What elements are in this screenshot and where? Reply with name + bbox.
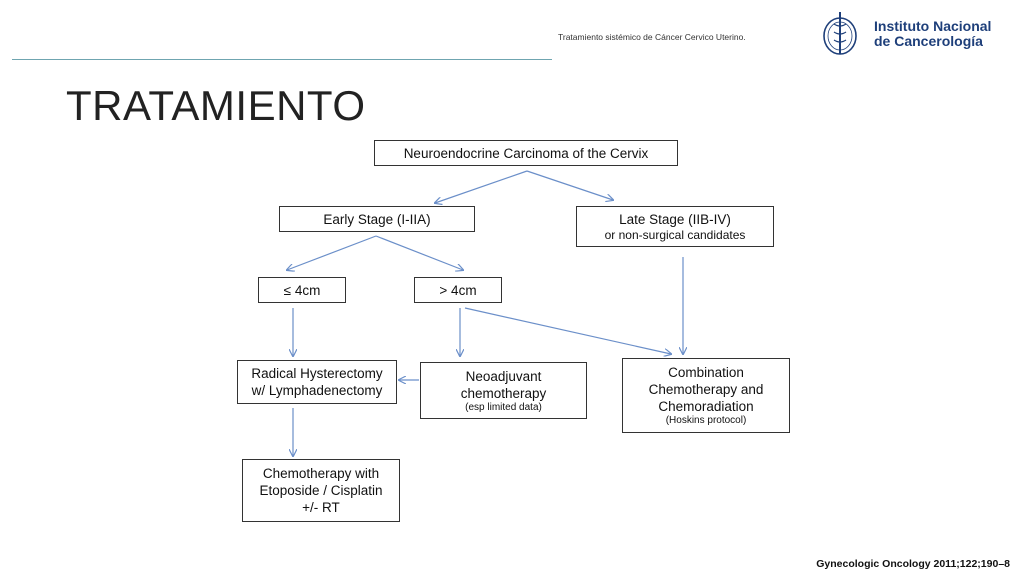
node-late-stage-line-1: Late Stage (IIB-IV): [619, 212, 731, 227]
node-combination-line-3: Chemoradiation: [658, 399, 754, 414]
node-neoadjuvant-line-2: chemotherapy: [460, 385, 547, 401]
node-adjuvant-line-2: Etoposide / Cisplatin: [259, 483, 383, 498]
node-root: Neuroendocrine Carcinoma of the Cervix: [374, 140, 678, 166]
header-rule: [12, 59, 552, 60]
slide-title: TRATAMIENTO: [66, 82, 366, 129]
node-neoadjuvant-note: (esp limited data): [465, 401, 542, 413]
node-late-stage: Late Stage (IIB-IV) or non-surgical cand…: [576, 206, 774, 247]
node-combination-note: (Hoskins protocol): [665, 415, 747, 426]
node-large-tumor-label: > 4cm: [439, 282, 477, 298]
arrow-large-to-combination: [464, 307, 671, 354]
header-subtitle: Tratamiento sistémico de Cáncer Cervico …: [558, 32, 746, 42]
node-early-stage-label: Early Stage (I-IIA): [323, 211, 431, 227]
node-combination-line-2: Chemotherapy and: [648, 382, 764, 397]
arrow-root-to-early: [435, 170, 528, 203]
arrow-early-to-small: [287, 235, 377, 270]
node-adjuvant-line-1: Chemotherapy with: [262, 466, 380, 481]
node-adjuvant-line-3: +/- RT: [302, 500, 340, 515]
node-surgery-line-2: w/ Lymphadenectomy: [251, 383, 383, 398]
arrow-early-to-large: [375, 235, 463, 270]
node-neoadjuvant: Neoadjuvant chemotherapy (esp limited da…: [420, 362, 587, 419]
citation: Gynecologic Oncology 2011;122;190–8: [816, 558, 1010, 570]
node-neoadjuvant-line-1: Neoadjuvant: [465, 368, 542, 384]
node-large-tumor: > 4cm: [414, 277, 502, 303]
logo-line-2: de Cancerología: [874, 33, 983, 49]
logo-line-1: Instituto Nacional: [874, 18, 992, 34]
node-small-tumor-label: ≤ 4cm: [283, 282, 321, 298]
node-root-label: Neuroendocrine Carcinoma of the Cervix: [403, 145, 649, 161]
node-small-tumor: ≤ 4cm: [258, 277, 346, 303]
node-surgery-line-1: Radical Hysterectomy: [251, 366, 383, 381]
node-adjuvant: Chemotherapy with Etoposide / Cisplatin …: [242, 459, 400, 522]
node-combination: Combination Chemotherapy and Chemoradiat…: [622, 358, 790, 433]
arrow-root-to-late: [526, 170, 613, 200]
node-late-stage-line-2: or non-surgical candidates: [604, 228, 746, 242]
node-surgery: Radical Hysterectomy w/ Lymphadenectomy: [237, 360, 397, 404]
institution-logo: Instituto Nacional de Cancerología: [820, 10, 1010, 60]
institute-seal-icon: [823, 12, 857, 55]
node-early-stage: Early Stage (I-IIA): [279, 206, 475, 232]
node-combination-line-1: Combination: [668, 365, 744, 380]
